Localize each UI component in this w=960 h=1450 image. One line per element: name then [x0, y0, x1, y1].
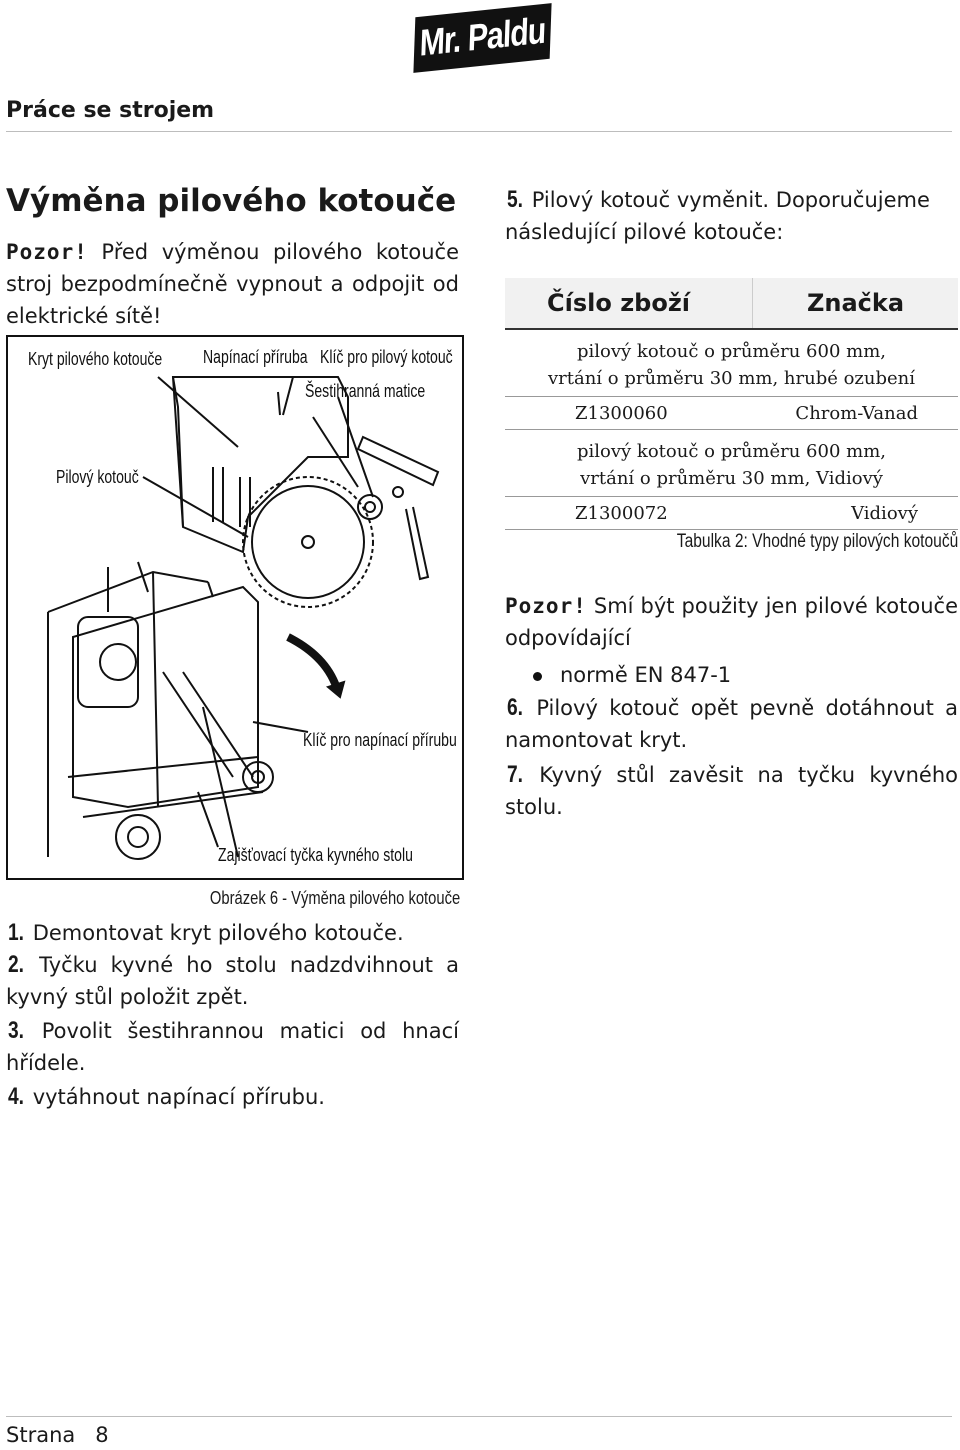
figure-caption: Obrázek 6 - Výměna pilového kotouče: [209, 888, 460, 908]
warning2-label: Pozor!: [505, 594, 587, 618]
step-2: 2. Tyčku kyvné ho stolu nadzdvihnout a k…: [6, 951, 459, 1009]
warning-label: Pozor!: [6, 240, 88, 264]
footer-rule: [6, 1416, 952, 1417]
section-title: Práce se strojem: [6, 98, 215, 123]
label-flange: Napínací příruba: [203, 347, 308, 367]
blade-table: Číslo zboží Značka pilový kotouč o průmě…: [505, 278, 958, 530]
bullet-item: normě EN 847-1: [533, 659, 731, 691]
step-4: 4. vytáhnout napínací přírubu.: [8, 1083, 325, 1110]
table-row-desc: pilový kotouč o průměru 600 mm, vrtání o…: [577, 441, 886, 489]
table-row: Z1300072 Vidiový: [505, 496, 958, 530]
col-header-item: Číslo zboží: [547, 289, 691, 317]
step-6: 6. Pilový kotouč opět pevně dotáhnout a …: [505, 694, 958, 752]
warning-text: Před výměnou pilového kotouče stroj bezp…: [6, 240, 459, 328]
warning2-paragraph: Pozor! Smí být použity jen pilové kotouč…: [505, 594, 958, 650]
step-1: 1. Demontovat kryt pilového kotouče.: [8, 919, 404, 946]
table-row: Z1300060 Chrom-Vanad: [505, 396, 958, 430]
bullet-icon: [533, 671, 542, 681]
col-header-brand: Značka: [752, 278, 958, 328]
page-footer: Strana 8: [6, 1423, 109, 1447]
label-hex-nut: Šestihranná matice: [305, 381, 426, 401]
step-3: 3. Povolit šestihrannou matici od hnací …: [6, 1017, 459, 1075]
table-row-desc: pilový kotouč o průměru 600 mm, vrtání o…: [547, 341, 916, 389]
saw-illustration: [47, 376, 440, 860]
step-7: 7. Kyvný stůl zavěsit na tyčku kyvného s…: [505, 761, 958, 819]
table-caption: Tabulka 2: Vhodné typy pilových kotoučů: [676, 531, 958, 552]
page-number: 8: [95, 1423, 109, 1447]
label-flange-key: Klíč pro napínací přírubu: [303, 730, 457, 750]
figure-blade-change: Kryt pilového kotouče Napínací příruba K…: [6, 335, 464, 880]
brand-logo: Mr. Paldu: [413, 3, 552, 73]
warning-paragraph: Pozor! Před výměnou pilového kotouče str…: [6, 236, 459, 332]
step-5: 5. Pilový kotouč vyměnit. Doporučujeme n…: [505, 186, 930, 244]
table-header: Číslo zboží Značka: [505, 278, 958, 330]
header-rule: [6, 131, 952, 132]
page-title: Výměna pilového kotouče: [6, 183, 457, 219]
label-blade-cover: Kryt pilového kotouče: [28, 349, 163, 369]
label-lock-rod: Zajišťovací tyčka kyvného stolu: [218, 845, 413, 865]
label-blade: Pilový kotouč: [56, 467, 139, 487]
label-blade-key: Klíč pro pilový kotouč: [320, 347, 453, 367]
